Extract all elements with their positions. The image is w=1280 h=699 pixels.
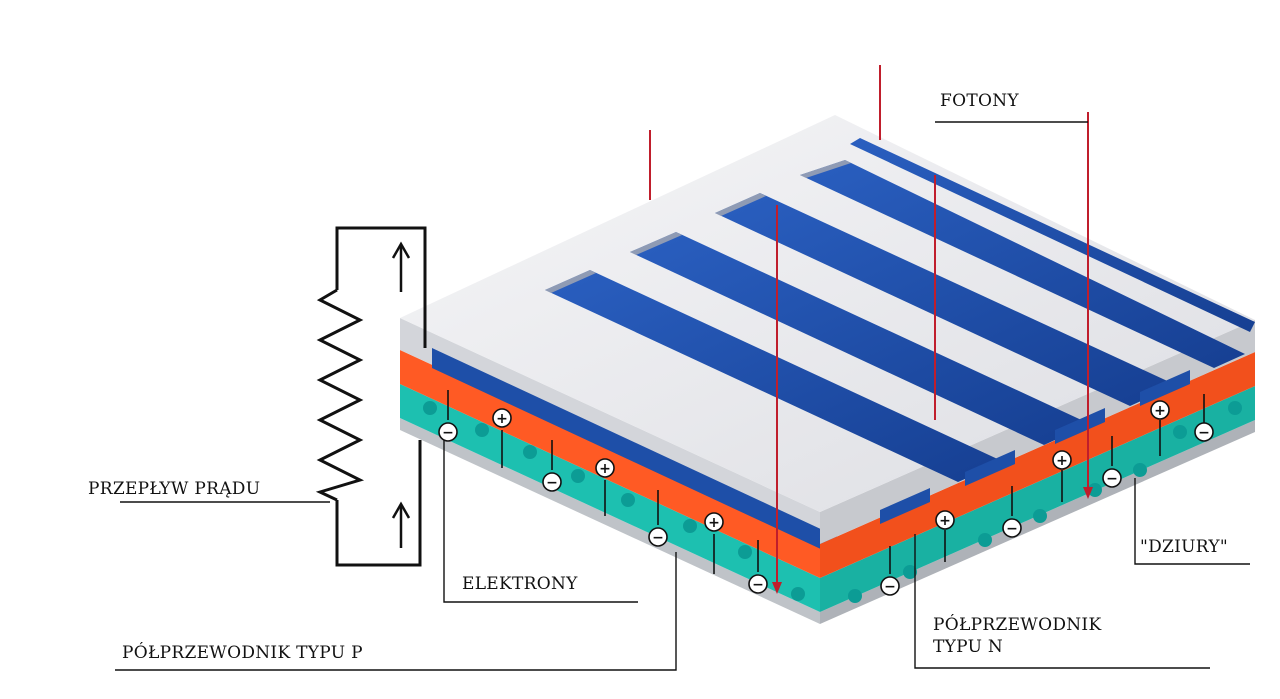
label-photons: FOTONY [940, 91, 1019, 111]
circuit-wire-lower [335, 440, 422, 567]
svg-text:−: − [884, 579, 896, 595]
electron-markers: − − − − − − − − [438, 422, 1214, 596]
label-n-type-line1: PÓŁPRZEWODNIK [933, 615, 1102, 635]
blue-strips [545, 138, 1255, 482]
svg-text:−: − [1006, 521, 1018, 537]
svg-text:+: + [939, 513, 951, 529]
svg-text:−: − [752, 577, 764, 593]
base-layer-left [400, 418, 820, 624]
svg-text:+: + [599, 461, 611, 477]
circuit-wire [335, 226, 427, 348]
p-layer-left [400, 384, 820, 612]
svg-text:+: + [708, 515, 720, 531]
label-current-flow: PRZEPŁYW PRĄDU [88, 479, 261, 499]
charge-arrows [447, 390, 1205, 574]
label-holes: "DZIURY" [1140, 537, 1229, 557]
label-electrons: ELEKTRONY [462, 574, 578, 594]
electron: − [438, 422, 458, 442]
electron: − [880, 576, 900, 596]
edge-blue-tabs [880, 370, 1190, 524]
hole: + [492, 408, 512, 428]
label-n-type: PÓŁPRZEWODNIK TYPU N [933, 614, 1101, 658]
leader-n-type [914, 534, 1210, 669]
front-blue-strip [432, 348, 840, 558]
electron: − [1002, 518, 1022, 538]
electron: − [648, 527, 668, 547]
svg-text:+: + [1056, 453, 1068, 469]
external-circuit [315, 226, 427, 567]
leader-holes [1134, 478, 1250, 565]
current-arrow-lower [391, 501, 411, 548]
svg-text:+: + [1154, 403, 1166, 419]
leader-lines [115, 121, 1250, 671]
svg-text:−: − [1106, 471, 1118, 487]
n-layer-right [820, 352, 1255, 578]
strip-shadows [545, 160, 851, 293]
label-n-type-line2: TYPU N [933, 637, 1004, 657]
electron: − [748, 574, 768, 594]
p-layer-dots [423, 401, 1242, 603]
svg-text:−: − [546, 475, 558, 491]
hole: + [935, 510, 955, 530]
electron: − [1194, 422, 1214, 442]
resistor-icon [315, 288, 365, 502]
svg-text:−: − [652, 530, 664, 546]
svg-text:−: − [1198, 425, 1210, 441]
svg-text:+: + [496, 411, 508, 427]
current-arrow-upper [391, 241, 411, 292]
leader-electrons [443, 440, 638, 603]
electron: − [1102, 468, 1122, 488]
hole: + [1150, 400, 1170, 420]
photon-rays [649, 65, 1089, 590]
label-p-type: PÓŁPRZEWODNIK TYPU P [122, 643, 363, 663]
p-layer-right [820, 386, 1255, 612]
hole: + [1052, 450, 1072, 470]
hole: + [704, 512, 724, 532]
photon-arrowheads [772, 487, 1093, 594]
svg-text:−: − [442, 425, 454, 441]
electron: − [542, 472, 562, 492]
hole: + [595, 458, 615, 478]
leader-p-type [115, 552, 677, 671]
hole-markers: + + + + + + [492, 400, 1170, 532]
